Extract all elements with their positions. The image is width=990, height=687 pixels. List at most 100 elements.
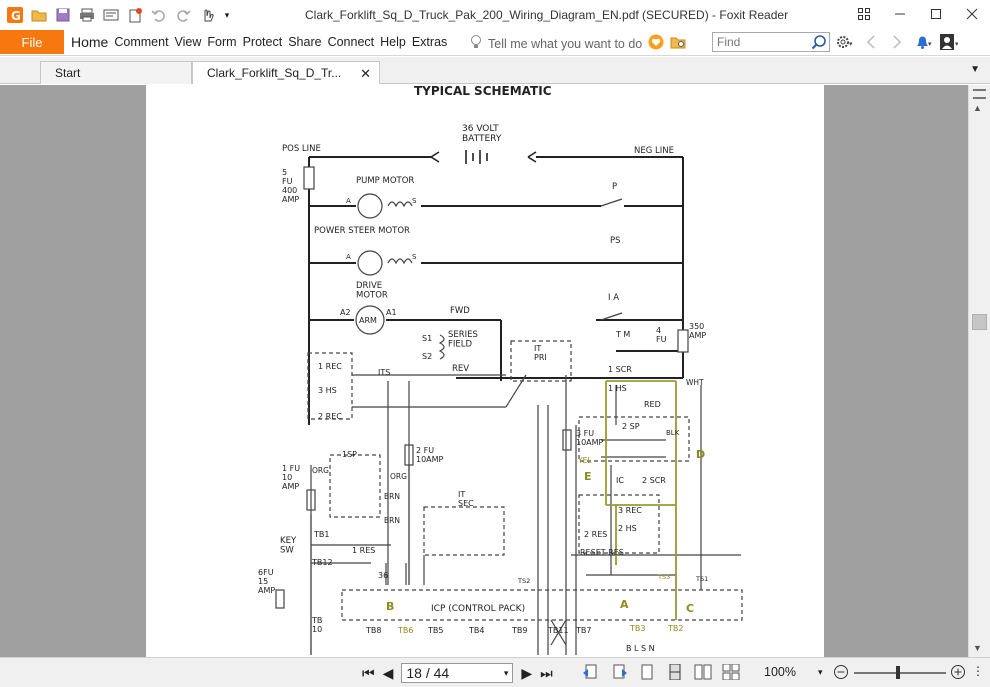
- zoom-out-icon[interactable]: [833, 664, 849, 683]
- page-dropdown-icon[interactable]: ▾: [503, 667, 509, 678]
- find-options-gear-icon[interactable]: ▾: [836, 33, 854, 51]
- previous-view-icon[interactable]: [582, 663, 600, 681]
- scroll-up-icon[interactable]: ▲: [973, 103, 982, 113]
- menu-tab-help[interactable]: Help: [380, 35, 406, 49]
- tb4-label: TB4: [468, 626, 484, 635]
- pump-motor-label: PUMP MOTOR: [356, 176, 414, 186]
- document-tab-bar: Start Clark_Forklift_Sq_D_Tr... ✕ ▼: [0, 57, 990, 84]
- icp-label: ICP (CONTROL PACK): [431, 604, 525, 614]
- rev-label: REV: [452, 364, 469, 374]
- feedback-heart-icon[interactable]: [648, 34, 664, 53]
- tb8-label: TB8: [365, 626, 381, 635]
- hs-3-label: 3 HS: [318, 386, 337, 395]
- find-tools: ▾ ▾ ▾: [836, 33, 958, 51]
- pump-a-label: A: [346, 197, 351, 205]
- contact-p-label: P: [612, 182, 617, 192]
- pos-line-label: POS LINE: [282, 144, 321, 154]
- zoom-in-icon[interactable]: [950, 664, 966, 683]
- next-page-icon[interactable]: ▶: [521, 664, 533, 681]
- blsn-label: B L S N: [626, 644, 655, 653]
- single-page-view-icon[interactable]: [638, 663, 656, 681]
- zoom-slider-track[interactable]: [854, 672, 946, 674]
- tell-me-text: Tell me what you want to do: [488, 36, 643, 51]
- ribbon-display-icon[interactable]: [846, 0, 882, 28]
- notification-bell-icon[interactable]: ▾: [914, 33, 932, 51]
- next-result-icon[interactable]: [888, 33, 906, 51]
- continuous-view-icon[interactable]: [666, 663, 684, 681]
- zoom-slider-thumb[interactable]: [896, 666, 900, 679]
- menu-tab-connect[interactable]: Connect: [327, 35, 375, 49]
- zoom-dropdown-icon[interactable]: ▾: [818, 667, 823, 677]
- menu-tab-extras[interactable]: Extras: [411, 35, 448, 49]
- menu-tab-comment[interactable]: Comment: [114, 35, 169, 49]
- rec-2-label: 2 REC: [318, 412, 342, 421]
- customize-toolbar-icon[interactable]: ▾: [224, 9, 230, 20]
- previous-result-icon[interactable]: [862, 33, 880, 51]
- page-number-input[interactable]: 18 / 44 ▾: [401, 663, 514, 683]
- menu-tab-share[interactable]: Share: [288, 35, 322, 49]
- properties-icon[interactable]: [102, 6, 120, 24]
- menu-tab-protect[interactable]: Protect: [242, 35, 283, 49]
- vertical-scrollbar[interactable]: ▲ ▼: [968, 85, 990, 657]
- red-label: RED: [644, 400, 661, 409]
- next-view-icon[interactable]: [610, 663, 628, 681]
- facing-view-icon[interactable]: [694, 663, 712, 681]
- view-mode-tools: [582, 663, 740, 681]
- menu-tab-form[interactable]: Form: [207, 35, 237, 49]
- scroll-top-icon[interactable]: [973, 89, 986, 99]
- first-page-icon[interactable]: ⏮: [362, 664, 375, 681]
- search-icon[interactable]: [811, 34, 827, 53]
- pump-s-label: S: [412, 197, 417, 205]
- new-document-icon[interactable]: [126, 6, 144, 24]
- arm-label: ARM: [359, 316, 377, 325]
- find-input[interactable]: Find: [712, 32, 830, 52]
- open-folder-icon[interactable]: [30, 6, 48, 24]
- previous-page-icon[interactable]: ◀: [382, 664, 394, 681]
- page-navigation: ⏮ ◀ 18 / 44 ▾ ▶ ⏭: [362, 663, 553, 683]
- tb1-label: TB1: [313, 530, 329, 539]
- menu-tab-view[interactable]: View: [174, 35, 202, 49]
- tab-start[interactable]: Start: [40, 61, 192, 84]
- page-number-value: 18 / 44: [406, 665, 450, 681]
- tab-list-dropdown-icon[interactable]: ▼: [970, 64, 980, 75]
- hand-tool-icon[interactable]: [198, 6, 216, 24]
- contact-ia-label: I A: [608, 293, 619, 303]
- window-title: Clark_Forklift_Sq_D_Truck_Pak_200_Wiring…: [305, 8, 789, 22]
- file-button[interactable]: File: [0, 30, 64, 54]
- res-1-label: 1 RES: [352, 546, 375, 555]
- tb5-label: TB5: [427, 626, 443, 635]
- hs-1-label: 1 HS: [608, 384, 627, 393]
- its-label: ITS: [378, 368, 390, 377]
- maximize-icon[interactable]: [918, 0, 954, 28]
- continuous-facing-view-icon[interactable]: [722, 663, 740, 681]
- tab-document[interactable]: Clark_Forklift_Sq_D_Tr... ✕: [192, 61, 380, 84]
- zoom-level[interactable]: 100%: [764, 665, 796, 679]
- tb2-label: TB2: [667, 624, 683, 633]
- menu-tab-home[interactable]: Home: [71, 34, 109, 50]
- schematic-title: TYPICAL SCHEMATIC: [414, 85, 552, 98]
- search-folder-icon[interactable]: [670, 35, 686, 52]
- scrollbar-thumb[interactable]: [972, 314, 987, 330]
- print-icon[interactable]: [78, 6, 96, 24]
- close-window-icon[interactable]: [954, 0, 990, 28]
- redo-icon[interactable]: [174, 6, 192, 24]
- minimize-icon[interactable]: [882, 0, 918, 28]
- last-page-icon[interactable]: ⏭: [540, 664, 553, 681]
- undo-icon[interactable]: [150, 6, 168, 24]
- user-account-icon[interactable]: ▾: [940, 33, 958, 51]
- save-icon[interactable]: [54, 6, 72, 24]
- res-2-label: 2 RES: [584, 530, 607, 539]
- tell-me-box[interactable]: Tell me what you want to do: [470, 34, 686, 53]
- a2-label: A2: [340, 308, 351, 317]
- close-tab-icon[interactable]: ✕: [360, 66, 371, 81]
- lightbulb-icon: [470, 34, 482, 53]
- scroll-down-icon[interactable]: ▼: [973, 643, 982, 653]
- ts2-label: TS2: [517, 577, 530, 585]
